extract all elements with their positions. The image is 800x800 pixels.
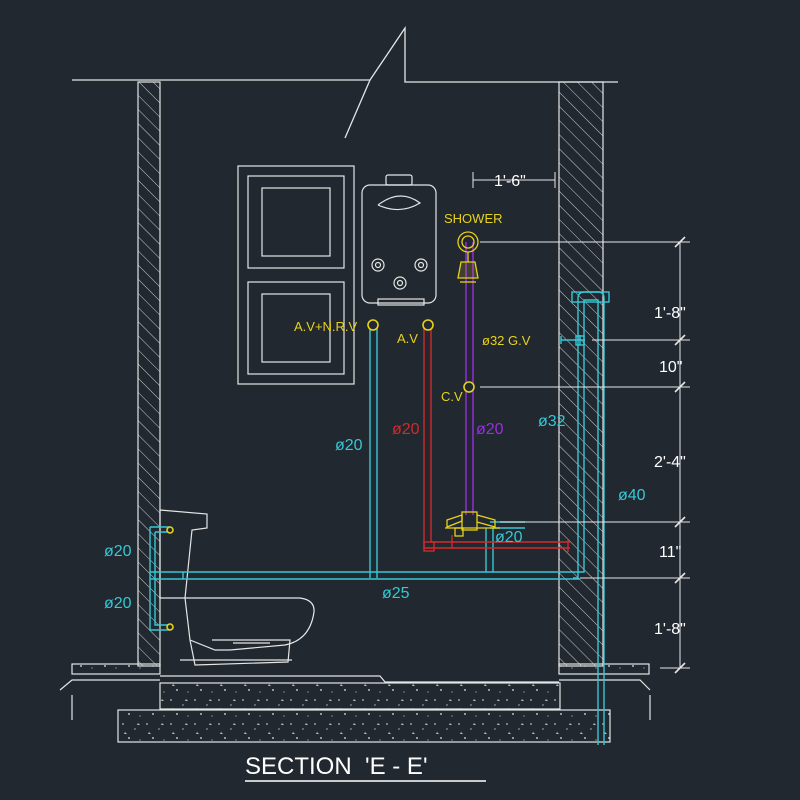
shower-head-icon	[457, 231, 479, 283]
dim-horizontal: 1'-6"	[494, 173, 526, 190]
valve-av-nrv	[367, 319, 379, 331]
dim-v1: 1'-8"	[654, 305, 686, 322]
dim-v3: 2'-4"	[654, 454, 686, 471]
dimension-lines	[472, 172, 690, 674]
window-icon	[237, 165, 355, 385]
water-heater-icon	[361, 174, 437, 306]
toilet-icon	[159, 509, 315, 666]
dim-v5: 1'-8"	[654, 621, 686, 638]
valve-av	[422, 319, 434, 331]
main-pipe-d25	[150, 521, 580, 580]
dim-v2: 10"	[659, 359, 682, 376]
riser-d40-label: ø40	[618, 487, 646, 504]
cold-pipe-size-label: ø20	[335, 437, 363, 454]
shower-pipe	[465, 242, 474, 515]
valve-cv	[463, 381, 475, 393]
dim-v4: 11"	[659, 544, 681, 561]
mixer-tap-icon	[445, 511, 500, 537]
section-title-text: SECTION 'E - E'	[245, 753, 428, 780]
floor-slab	[59, 663, 651, 743]
mixer-pipe-size-label: ø20	[495, 529, 523, 546]
shower-label: SHOWER	[444, 211, 503, 226]
wc-top-pipe-size-label: ø20	[104, 543, 132, 560]
riser-pipe	[560, 291, 610, 745]
valve-wc-bottom	[166, 623, 174, 631]
section-title: SECTION 'E - E'	[245, 753, 486, 782]
hot-water-pipe	[423, 326, 570, 552]
gv-label: ø32 G.V	[482, 333, 531, 348]
av-nrv-label: A.V+N.R.V	[294, 319, 358, 334]
riser-d32-label: ø32	[538, 413, 566, 430]
hot-pipe-size-label: ø20	[392, 421, 420, 438]
wc-supply-pipe	[149, 526, 184, 631]
valve-icon	[166, 319, 475, 631]
cold-water-pipe	[369, 326, 378, 578]
valve-wc-top	[166, 526, 174, 534]
ceiling-line	[72, 25, 618, 139]
av-label: A.V	[397, 331, 418, 346]
right-wall	[558, 81, 604, 667]
cv-label: C.V	[441, 389, 463, 404]
shower-pipe-size-label: ø20	[476, 421, 504, 438]
wc-bottom-pipe-size-label: ø20	[104, 595, 132, 612]
main-pipe-size-label: ø25	[382, 585, 410, 602]
